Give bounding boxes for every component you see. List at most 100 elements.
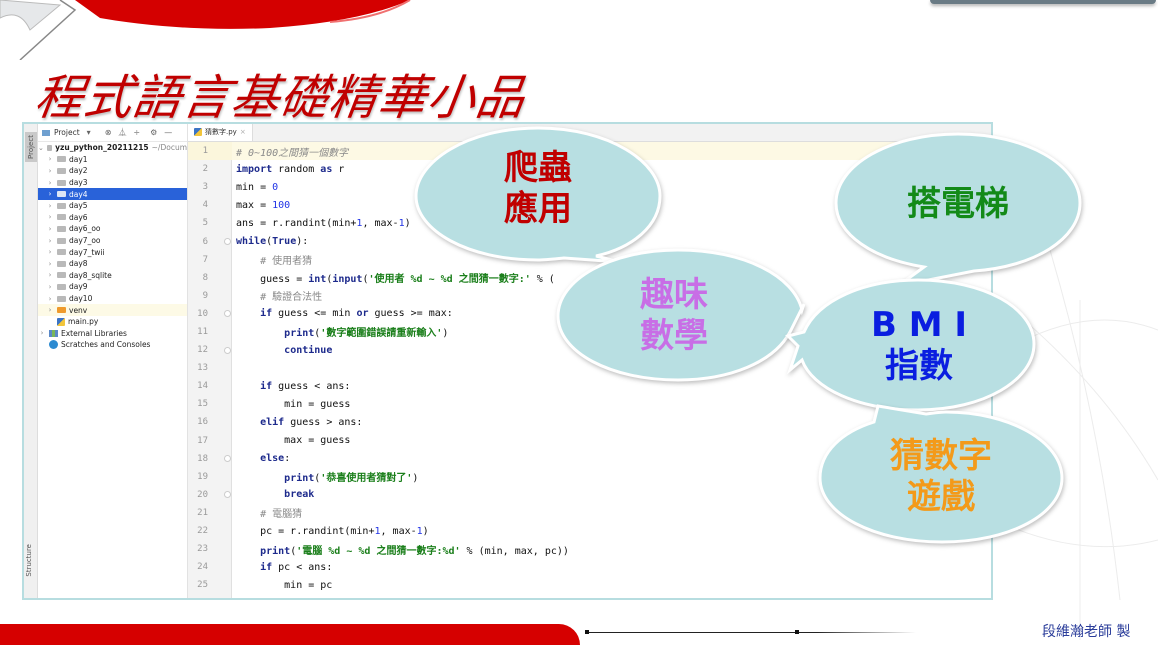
chevron-right-icon[interactable]: › (48, 178, 52, 187)
chevron-right-icon[interactable]: › (48, 259, 52, 268)
fold-icon[interactable] (224, 455, 231, 463)
tree-folder[interactable]: ›day8_sqlite (38, 270, 187, 282)
project-tool-button[interactable]: Project (25, 132, 37, 162)
folder-icon (57, 307, 66, 314)
folder-icon (57, 191, 66, 198)
editor-tab[interactable]: 猜數字.py × (188, 124, 253, 141)
code-line: 23 print('電腦 %d ~ %d 之間猜一數字:%d' % (min, … (197, 544, 569, 557)
tree-folder[interactable]: ›day7_twii (38, 246, 187, 258)
chevron-right-icon[interactable]: › (48, 166, 52, 175)
fold-icon[interactable] (224, 346, 231, 354)
folder-icon (57, 272, 66, 279)
chevron-right-icon[interactable]: › (48, 282, 52, 291)
bubble-fun-math: 趣味 數學 (554, 246, 810, 386)
speech-bubble-shape (414, 126, 662, 264)
code-line: 22 pc = r.randint(min+1, max-1) (197, 525, 429, 537)
bubble-line: 應用 (504, 189, 572, 229)
python-file-icon (57, 317, 65, 326)
footer-line (586, 632, 916, 633)
fold-icon[interactable] (224, 238, 231, 246)
tree-folder[interactable]: ›day3 (38, 177, 187, 189)
tree-scratches[interactable]: Scratches and Consoles (38, 339, 187, 351)
fold-icon[interactable] (224, 491, 231, 499)
chevron-right-icon[interactable]: › (48, 294, 52, 303)
tree-folder[interactable]: ›day6 (38, 212, 187, 224)
code-line: 18 else: (197, 453, 291, 465)
tree-root[interactable]: ⌄ yzu_python_20211215 ~/Docum (38, 143, 187, 153)
project-view-dropdown[interactable]: Project (54, 128, 80, 137)
speech-bubble-shape (818, 404, 1064, 544)
scratches-icon (49, 340, 58, 350)
tree-folder-selected[interactable]: ›day4 (38, 188, 187, 200)
gear-icon[interactable]: ⚙ (150, 128, 158, 137)
tree-folder[interactable]: ›day9 (38, 281, 187, 293)
tree-external-libraries[interactable]: ›External Libraries (38, 328, 187, 340)
code-line: 13 (197, 363, 208, 374)
structure-tool-button[interactable]: Structure (25, 544, 33, 577)
bubble-line: 遊戲 (907, 477, 975, 517)
footer-dot (585, 630, 589, 634)
chevron-right-icon[interactable]: › (48, 306, 52, 315)
chevron-down-icon[interactable]: ⌄ (38, 143, 44, 152)
speech-bubble-shape (834, 132, 1082, 288)
project-view-icon (42, 129, 50, 136)
tree-folder[interactable]: ›day2 (38, 165, 187, 177)
footer-dot (795, 630, 799, 634)
code-line: 25 min = pc (197, 579, 333, 591)
tree-folder[interactable]: ›day5 (38, 200, 187, 212)
tool-window-strip: Project Structure (24, 124, 38, 598)
folder-icon (46, 144, 53, 151)
library-icon (49, 329, 58, 337)
code-line: 19 print('恭喜使用者猜對了') (197, 471, 419, 485)
chevron-right-icon[interactable]: › (48, 271, 52, 280)
code-line: 16 elif guess > ans: (197, 416, 363, 428)
code-line: 21 # 電腦猜 (197, 507, 303, 521)
tree-folder[interactable]: ›day10 (38, 293, 187, 305)
tree-folder[interactable]: ›day6_oo (38, 223, 187, 235)
tree-folder[interactable]: ›day1 (38, 154, 187, 166)
chevron-right-icon[interactable]: › (48, 201, 52, 210)
project-panel: Project ▾ ⊗ ⏅ ÷ ⚙ — ⌄ yzu_python_2021121… (38, 124, 188, 598)
bubble-line: 爬蟲 (504, 148, 572, 189)
close-icon[interactable]: × (239, 128, 246, 136)
chevron-right-icon[interactable]: › (40, 329, 44, 338)
chevron-down-icon[interactable]: ▾ (86, 128, 91, 137)
tree-folder[interactable]: ›day7_oo (38, 235, 187, 247)
chevron-right-icon[interactable]: › (48, 155, 52, 164)
project-panel-header: Project ▾ ⊗ ⏅ ÷ ⚙ — (38, 124, 187, 142)
bubble-guess-game: 猜數字 遊戲 (816, 402, 1066, 544)
tree-folder-venv[interactable]: ›venv (38, 304, 187, 316)
minimize-icon[interactable]: — (164, 128, 173, 137)
tree-file[interactable]: main.py (38, 316, 187, 328)
footer-red-bar (0, 624, 580, 645)
code-line: 10 if guess <= min or guess >= max: (197, 308, 453, 320)
chevron-right-icon[interactable]: › (48, 190, 52, 199)
speech-bubble-shape (785, 278, 1036, 412)
author-credit: 段維瀚老師 製 (1042, 624, 1131, 640)
folder-icon (57, 156, 66, 163)
slide-title: 程式語言基礎精華小品 (31, 70, 530, 126)
python-file-icon (194, 128, 202, 136)
project-tree: ⌄ yzu_python_20211215 ~/Docum ›day1 ›day… (38, 142, 187, 351)
code-line: 12 continue (197, 344, 333, 356)
expand-all-icon[interactable]: ⏅ (118, 128, 127, 137)
chevron-right-icon[interactable]: › (48, 224, 52, 233)
folder-icon (57, 295, 66, 302)
folder-icon (57, 283, 66, 290)
chevron-right-icon[interactable]: › (48, 236, 52, 245)
bubble-bmi: B M I 指數 (785, 276, 1038, 416)
code-line: 8 guess = int(input('使用者 %d ~ %d 之間猜一數字:… (202, 272, 555, 286)
target-icon[interactable]: ⊗ (104, 128, 112, 137)
chevron-right-icon[interactable]: › (48, 213, 52, 222)
bubble-crawler: 爬蟲 應用 (414, 124, 662, 264)
fold-icon[interactable] (224, 310, 231, 318)
folder-icon (57, 249, 66, 256)
tree-folder[interactable]: ›day8 (38, 258, 187, 270)
collapse-all-icon[interactable]: ÷ (133, 128, 141, 137)
chevron-right-icon[interactable]: › (48, 248, 52, 257)
header-bar-decoration (930, 0, 1156, 4)
